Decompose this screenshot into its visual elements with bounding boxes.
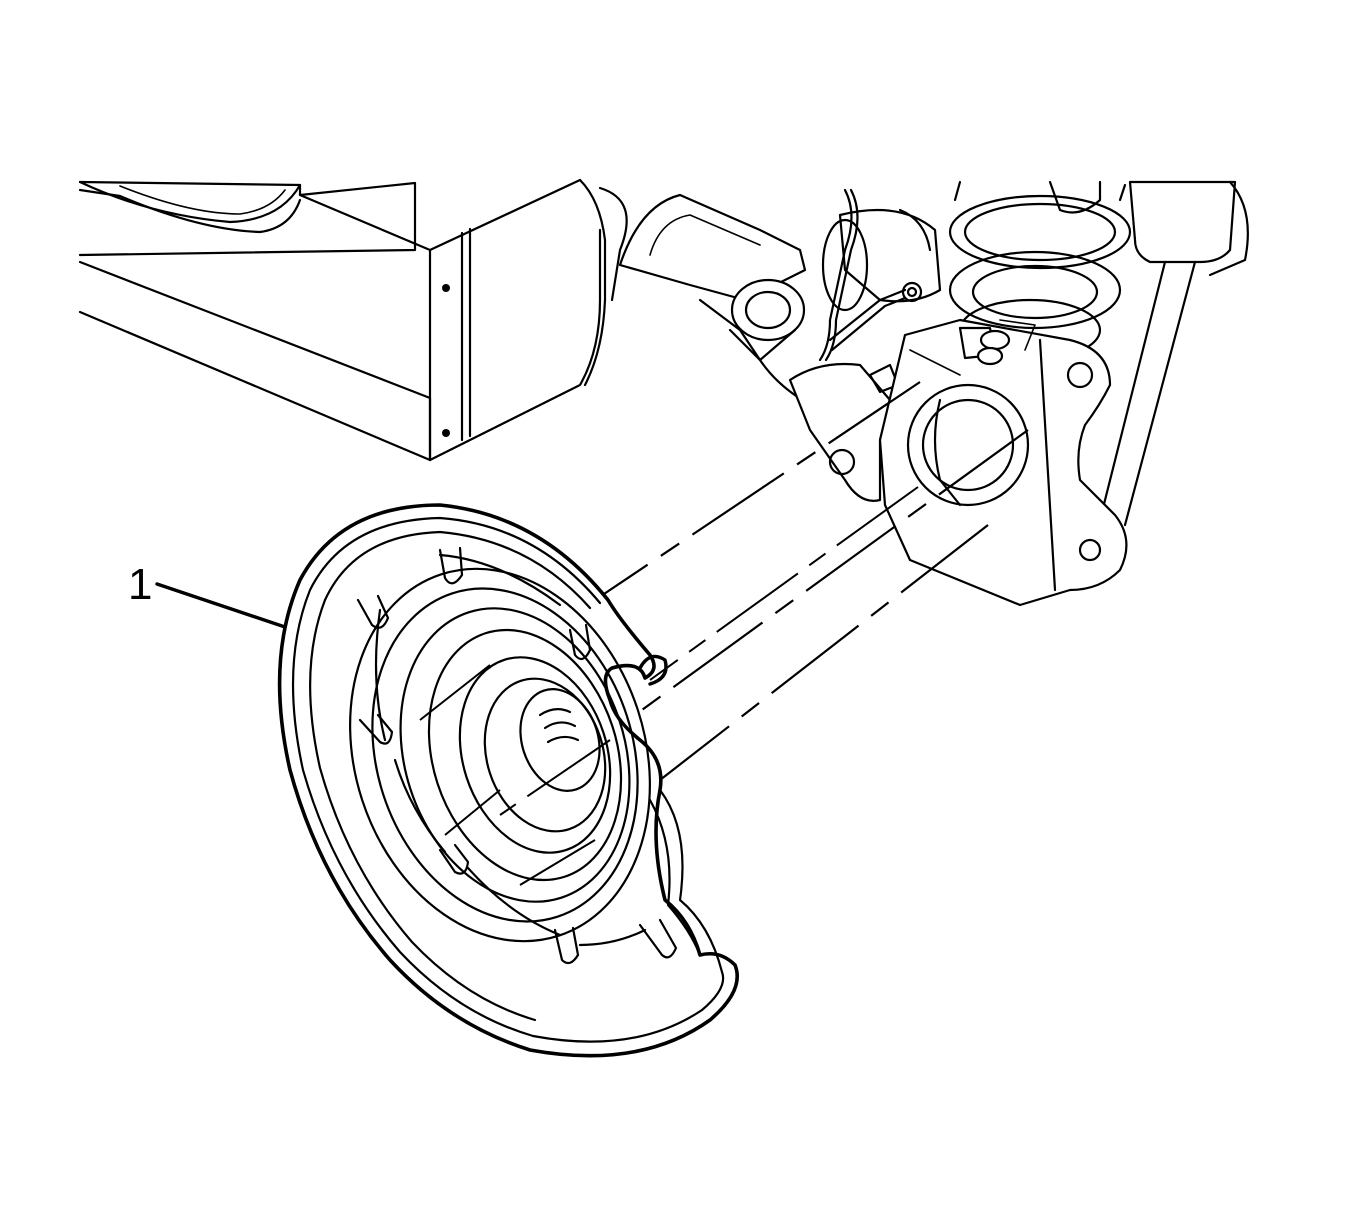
callout-leader-line	[155, 582, 287, 629]
fastener-alignment-lines	[597, 381, 1029, 781]
rear-suspension-assembly	[618, 180, 1249, 607]
callout-number: 1	[128, 560, 152, 609]
underbody-panel	[78, 178, 628, 462]
brake-shield	[277, 503, 740, 1058]
callout-1: 1	[128, 560, 287, 629]
